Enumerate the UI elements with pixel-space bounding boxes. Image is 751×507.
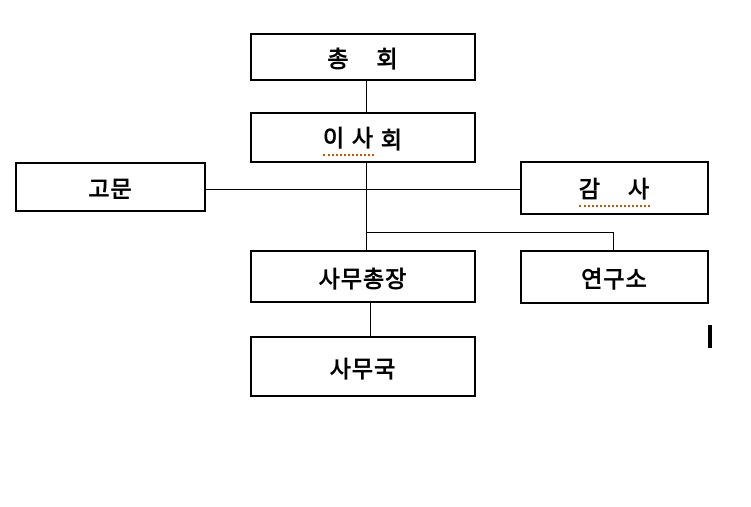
node-secretariat: 사무국: [250, 336, 476, 397]
connector-assembly-to-board: [366, 81, 367, 112]
node-general-assembly-label: 총 회: [327, 47, 399, 72]
connector-secretary-general-to-secretariat: [370, 303, 371, 336]
node-general-assembly: 총 회: [250, 33, 476, 81]
node-research-institute-label: 연구소: [581, 267, 648, 292]
node-research-institute: 연구소: [520, 250, 709, 304]
node-board-of-directors-label-underlined: 이 사: [323, 119, 375, 156]
node-advisor-label: 고문: [88, 177, 133, 202]
node-board-of-directors-label-rest: 회: [374, 127, 403, 153]
node-secretary-general: 사무총장: [250, 250, 476, 303]
node-secretariat-label: 사무국: [329, 356, 397, 382]
node-board-of-directors: 이 사 회: [250, 112, 476, 163]
node-auditor: 감 사: [520, 161, 709, 215]
text-caret-mark: [708, 325, 712, 348]
node-secretary-general-label: 사무총장: [318, 266, 408, 292]
connector-drop-to-research-institute: [613, 232, 614, 250]
connector-board-to-secretary-general: [366, 163, 367, 250]
connector-branch-to-research-institute: [366, 232, 614, 233]
node-auditor-label: 감 사: [578, 170, 651, 207]
connector-advisor-to-auditor: [206, 189, 520, 190]
node-advisor: 고문: [15, 162, 206, 212]
